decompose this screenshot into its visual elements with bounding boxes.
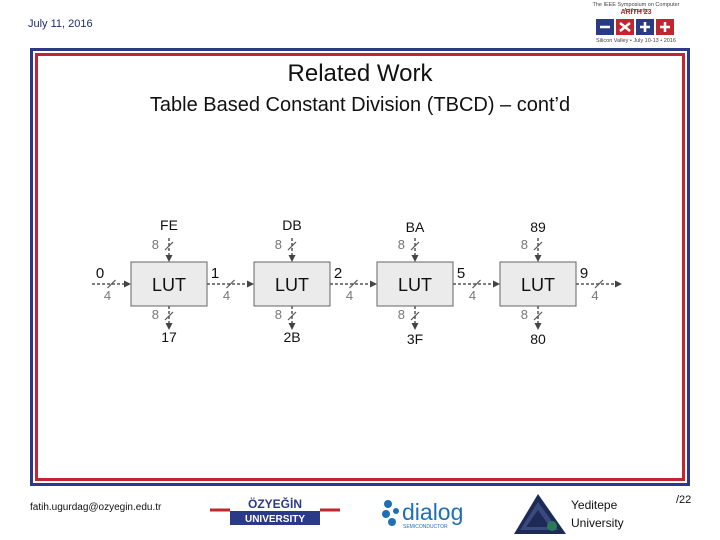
slide-title: Related Work (287, 60, 433, 87)
stage-input-value-2: DB (282, 217, 301, 233)
carry-value-3: 2 (334, 265, 342, 282)
stage-output-value-4: 80 (530, 331, 546, 347)
dialog-semiconductor-logo: dialog SEMICONDUCTOR (382, 499, 463, 530)
dialog-logo-name: dialog (402, 499, 463, 525)
stage-output-bus-slash-1 (164, 311, 174, 321)
yeditepe-university-name: Yeditepe University (571, 496, 624, 532)
stage-input-bus-width-2: 8 (275, 237, 282, 252)
stage-output-value-1: 17 (161, 329, 177, 345)
stage-input-arrow-1-head (165, 255, 173, 262)
lut-block-label-3: LUT (398, 275, 432, 295)
stage-input-bus-width-3: 8 (398, 237, 405, 252)
stage-input-arrow-2-head (288, 255, 296, 262)
stage-output-arrow-4-head (534, 323, 542, 330)
carry-arrow-2-head (247, 280, 254, 288)
stage-input-arrow-3-head (411, 255, 419, 262)
stage-input-bus-slash-3 (410, 241, 420, 251)
carry-arrow-3-head (370, 280, 377, 288)
stage-output-value-3: 3F (407, 331, 423, 347)
yeditepe-university-logo (514, 494, 566, 534)
carry-bus-slash-5 (594, 279, 604, 289)
carry-value-5: 9 (580, 265, 588, 282)
slide-subtitle: Table Based Constant Division (TBCD) – c… (149, 94, 571, 116)
stage-input-bus-slash-2 (287, 241, 297, 251)
stage-output-arrow-3-head (411, 323, 419, 330)
lut-block-label-2: LUT (275, 275, 309, 295)
stage-input-bus-slash-1 (164, 241, 174, 251)
stage-output-bus-slash-4 (533, 311, 543, 321)
carry-bus-width-2: 4 (223, 288, 230, 303)
lut-block-label-1: LUT (152, 275, 186, 295)
stage-output-bus-width-3: 8 (398, 307, 405, 322)
stage-output-value-2: 2B (283, 329, 300, 345)
conference-logo-top-line: The IEEE Symposium on Computer Arithmeti… (592, 2, 680, 14)
footer-email: fatih.ugurdag@ozyegin.edu.tr (30, 502, 162, 513)
carry-arrow-5-head (615, 280, 622, 288)
stage-output-arrow-2-head (288, 323, 296, 330)
lut-block-3 (376, 261, 454, 307)
page-number: /22 (676, 494, 692, 506)
ozyegin-logo-top: ÖZYEĞİN (248, 496, 302, 511)
carry-value-2: 1 (211, 265, 219, 282)
stage-input-value-3: BA (406, 219, 425, 235)
carry-bus-width-4: 4 (469, 288, 476, 303)
ozyegin-university-logo: ÖZYEĞİN UNIVERSITY (208, 496, 342, 526)
lut-block-label-4: LUT (521, 275, 555, 295)
dialog-logo-sub: SEMICONDUCTOR (403, 524, 448, 530)
stage-input-bus-width-1: 8 (152, 237, 159, 252)
yeditepe-name-line1: Yeditepe (571, 498, 618, 512)
stage-input-value-1: FE (160, 217, 178, 233)
carry-arrow-1-head (124, 280, 131, 288)
carry-bus-slash-4 (472, 279, 481, 289)
conference-logo-name: ARITH 23 (620, 9, 652, 16)
stage-output-bus-width-4: 8 (521, 307, 528, 322)
yeditepe-name-line2: University (571, 516, 624, 530)
stage-input-value-4: 89 (530, 219, 546, 235)
stage-input-bus-width-4: 8 (521, 237, 528, 252)
conference-logo: The IEEE Symposium on Computer Arithmeti… (584, 2, 688, 46)
carry-bus-slash-1 (107, 279, 116, 289)
conference-logo-symbols (596, 19, 674, 35)
slide-frame-outer (30, 48, 690, 486)
carry-bus-width-1: 4 (104, 288, 111, 303)
carry-value-1: 0 (96, 265, 104, 282)
lut-block-2 (253, 261, 331, 307)
slide-date: July 11, 2016 (28, 18, 93, 30)
stage-output-bus-width-1: 8 (152, 307, 159, 322)
stage-output-bus-width-2: 8 (275, 307, 282, 322)
ozyegin-logo-bottom: UNIVERSITY (245, 514, 305, 525)
stage-input-bus-slash-4 (533, 241, 543, 251)
carry-bus-slash-2 (226, 279, 235, 289)
slide-frame-inner (35, 53, 685, 481)
lut-block-1 (130, 261, 208, 307)
carry-bus-width-5: 4 (591, 288, 598, 303)
stage-output-bus-slash-3 (410, 311, 420, 321)
carry-arrow-4-head (493, 280, 500, 288)
stage-input-arrow-4-head (534, 255, 542, 262)
conference-logo-bottom-line: Silicon Valley • July 10-13 • 2016 (596, 38, 676, 44)
carry-value-4: 5 (457, 265, 465, 282)
carry-bus-slash-3 (349, 279, 358, 289)
carry-bus-width-3: 4 (346, 288, 353, 303)
stage-output-bus-slash-2 (287, 311, 297, 321)
stage-output-arrow-1-head (165, 323, 173, 330)
